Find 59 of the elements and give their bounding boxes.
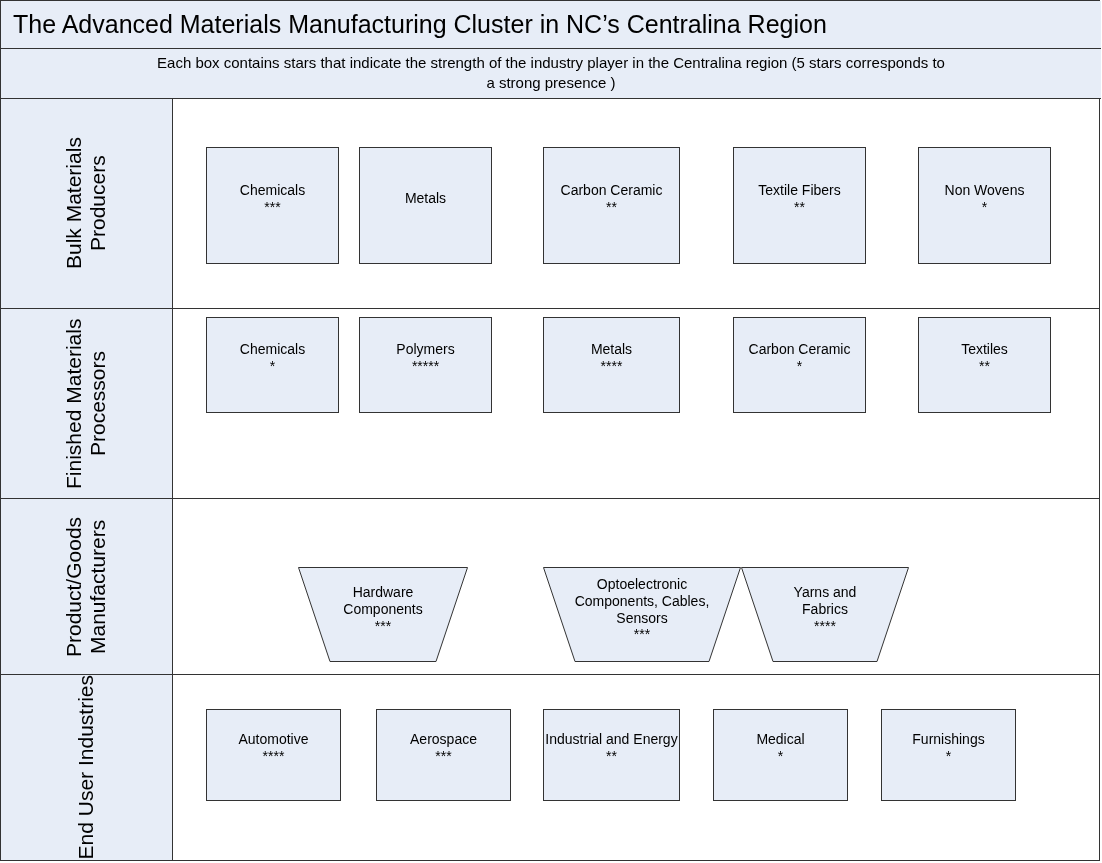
title-bar: The Advanced Materials Manufacturing Cluster in NC’s Centralina Region <box>1 1 1101 49</box>
category-name: Furnishings <box>912 731 985 748</box>
category-name: Chemicals <box>239 341 306 358</box>
star-rating: ** <box>606 198 617 216</box>
category-box <box>713 709 848 801</box>
star-rating: **** <box>600 358 623 375</box>
star-rating: * <box>981 198 988 216</box>
category-box <box>359 147 492 264</box>
lane-title: Product/Goods Manufacturers <box>62 515 111 659</box>
star-rating: ** <box>979 358 990 375</box>
category-name: Textiles <box>961 341 1008 358</box>
category-name: Metals <box>590 341 633 358</box>
trapezoid-box <box>298 567 468 662</box>
category-name: Optoelectronic Components, Cables, Sensors <box>573 575 711 627</box>
category-name: Aerospace <box>410 731 477 748</box>
category-box <box>733 147 866 264</box>
star-rating: * <box>777 748 784 765</box>
category-name: Hardware Components <box>342 584 424 618</box>
trapezoid-box <box>543 567 741 662</box>
star-rating: *** <box>264 198 281 216</box>
lane-title: Bulk Materials Producers <box>62 136 111 272</box>
category-name: Carbon Ceramic <box>560 181 663 199</box>
subtitle-note: Each box contains stars that indicate the strength of the industry player in the Centralina region (5 stars corresponds to a strong presence ) <box>1 49 1101 99</box>
category-box <box>206 317 339 413</box>
star-rating: *** <box>435 748 452 765</box>
category-name: Medical <box>756 731 805 748</box>
category-name: Automotive <box>238 731 309 748</box>
category-box <box>206 147 339 264</box>
category-name: Non Wovens <box>944 181 1025 199</box>
category-name: Chemicals <box>239 181 306 199</box>
category-box <box>881 709 1016 801</box>
star-rating: *** <box>374 617 392 635</box>
category-box <box>543 709 680 801</box>
category-name: Metals <box>404 190 447 207</box>
category-box <box>543 317 680 413</box>
category-box <box>733 317 866 413</box>
category-box <box>376 709 511 801</box>
star-rating: * <box>796 358 803 375</box>
star-rating: ** <box>794 198 805 216</box>
star-rating: *** <box>633 626 651 644</box>
category-name: Textile Fibers <box>758 181 841 199</box>
category-box <box>918 147 1051 264</box>
category-name: Yarns and Fabrics <box>792 584 858 618</box>
category-box <box>359 317 492 413</box>
star-rating: ***** <box>411 358 440 375</box>
category-box <box>918 317 1051 413</box>
star-rating: * <box>269 358 276 375</box>
star-rating: ** <box>606 748 617 765</box>
lane-title: End User Industries <box>74 675 99 860</box>
lane-title: Finished Materials Processors <box>62 317 111 491</box>
star-rating: **** <box>814 617 836 635</box>
trapezoid-box <box>741 567 909 662</box>
category-name: Industrial and Energy <box>545 731 678 748</box>
star-rating: * <box>945 748 952 765</box>
category-box <box>543 147 680 264</box>
category-name: Polymers <box>396 341 455 358</box>
star-rating: **** <box>262 748 285 765</box>
category-name: Carbon Ceramic <box>748 341 851 358</box>
category-box <box>206 709 341 801</box>
